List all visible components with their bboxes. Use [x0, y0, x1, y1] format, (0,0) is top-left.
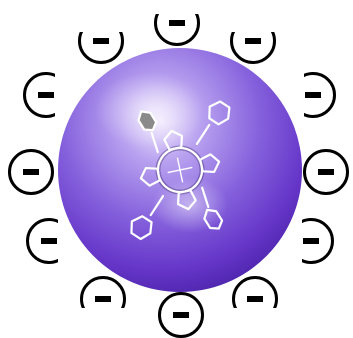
charge-bottom-right: −	[232, 276, 278, 322]
charge-top-right: −	[230, 18, 276, 64]
charge-top: −	[154, 0, 200, 46]
minus-sign-icon	[95, 296, 111, 302]
minus-sign-icon	[318, 169, 334, 175]
minus-sign-icon	[245, 38, 261, 44]
minus-sign-icon	[247, 296, 263, 302]
charge-bottom-left: −	[80, 276, 126, 322]
minus-sign-icon	[93, 38, 109, 44]
minus-sign-icon	[303, 238, 319, 244]
charge-upper-right: −	[290, 72, 336, 118]
minus-sign-icon	[305, 92, 321, 98]
minus-sign-icon	[41, 238, 57, 244]
minus-sign-icon	[169, 20, 185, 26]
charge-upper-left: −	[23, 72, 69, 118]
charge-left: −	[8, 149, 54, 195]
minus-sign-icon	[173, 312, 189, 318]
minus-sign-icon	[23, 169, 39, 175]
charge-top-left: −	[78, 18, 124, 64]
charge-lower-right: −	[288, 218, 334, 264]
charge-right: −	[303, 149, 349, 195]
charge-lower-left: −	[26, 218, 72, 264]
minus-sign-icon	[38, 92, 54, 98]
charge-bottom: −	[158, 292, 204, 338]
